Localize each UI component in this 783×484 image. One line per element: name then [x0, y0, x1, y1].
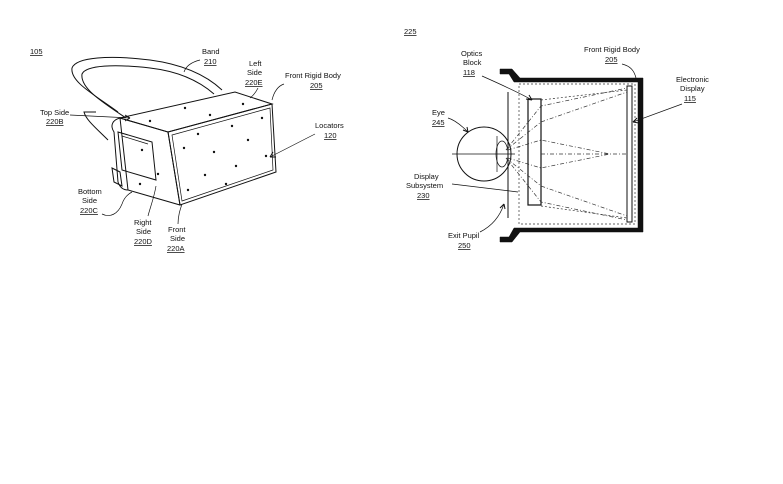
svg-text:Side: Side [136, 227, 151, 236]
svg-text:250: 250 [458, 241, 471, 250]
eye-drawing [452, 127, 515, 181]
svg-text:Locators: Locators [315, 121, 344, 130]
label-locators: Locators 120 [270, 121, 344, 157]
svg-text:Front Rigid Body: Front Rigid Body [584, 45, 640, 54]
svg-text:220A: 220A [167, 244, 185, 253]
svg-text:Band: Band [202, 47, 220, 56]
svg-text:Left: Left [249, 59, 262, 68]
svg-text:220B: 220B [46, 117, 64, 126]
svg-text:Side: Side [170, 234, 185, 243]
front-rigid-body-section [500, 69, 643, 242]
svg-text:115: 115 [684, 94, 696, 103]
electronic-display-panel [627, 86, 632, 222]
label-bottom-side: Bottom Side 220C [78, 187, 132, 216]
svg-text:220E: 220E [245, 78, 263, 87]
svg-text:Front: Front [168, 225, 186, 234]
svg-text:Front Rigid Body: Front Rigid Body [285, 71, 341, 80]
svg-text:245: 245 [432, 118, 445, 127]
svg-text:Side: Side [82, 196, 97, 205]
optics-block-lens [528, 99, 541, 205]
svg-text:Electronic: Electronic [676, 75, 709, 84]
light-rays [506, 88, 627, 220]
svg-text:118: 118 [463, 68, 475, 77]
svg-text:Display: Display [680, 84, 705, 93]
figure-number-105: 105 [30, 47, 43, 56]
svg-text:120: 120 [324, 131, 337, 140]
label-front-side: Front Side 220A [167, 204, 186, 253]
svg-text:Optics: Optics [461, 49, 483, 58]
svg-text:220D: 220D [134, 237, 153, 246]
label-eye: Eye 245 [432, 108, 468, 132]
label-optics-block: Optics Block 118 [461, 49, 532, 100]
svg-text:210: 210 [204, 57, 217, 66]
svg-text:205: 205 [310, 81, 323, 90]
label-band: Band 210 [184, 47, 220, 72]
svg-text:220C: 220C [80, 206, 99, 215]
hmd-perspective-figure: 105 [30, 47, 344, 253]
label-left-side: Left Side 220E [245, 59, 263, 98]
figure-number-225: 225 [404, 27, 417, 36]
label-display-subsystem: Display Subsystem 230 [406, 172, 518, 200]
svg-text:Right: Right [134, 218, 152, 227]
svg-text:205: 205 [605, 55, 618, 64]
label-front-rigid-body-right: Front Rigid Body 205 [584, 45, 640, 78]
front-rigid-body-drawing [112, 92, 276, 205]
svg-text:Display: Display [414, 172, 439, 181]
svg-text:Block: Block [463, 58, 482, 67]
svg-text:Eye: Eye [432, 108, 445, 117]
svg-text:Bottom: Bottom [78, 187, 102, 196]
svg-text:Side: Side [247, 68, 262, 77]
svg-text:Top Side: Top Side [40, 108, 69, 117]
label-electronic-display: Electronic Display 115 [633, 75, 709, 123]
svg-text:230: 230 [417, 191, 430, 200]
label-front-rigid-body-left: Front Rigid Body 205 [272, 71, 341, 100]
label-exit-pupil: Exit Pupil 250 [448, 204, 505, 250]
svg-text:Subsystem: Subsystem [406, 181, 443, 190]
svg-text:Exit Pupil: Exit Pupil [448, 231, 480, 240]
cross-section-figure: 225 [404, 27, 709, 250]
